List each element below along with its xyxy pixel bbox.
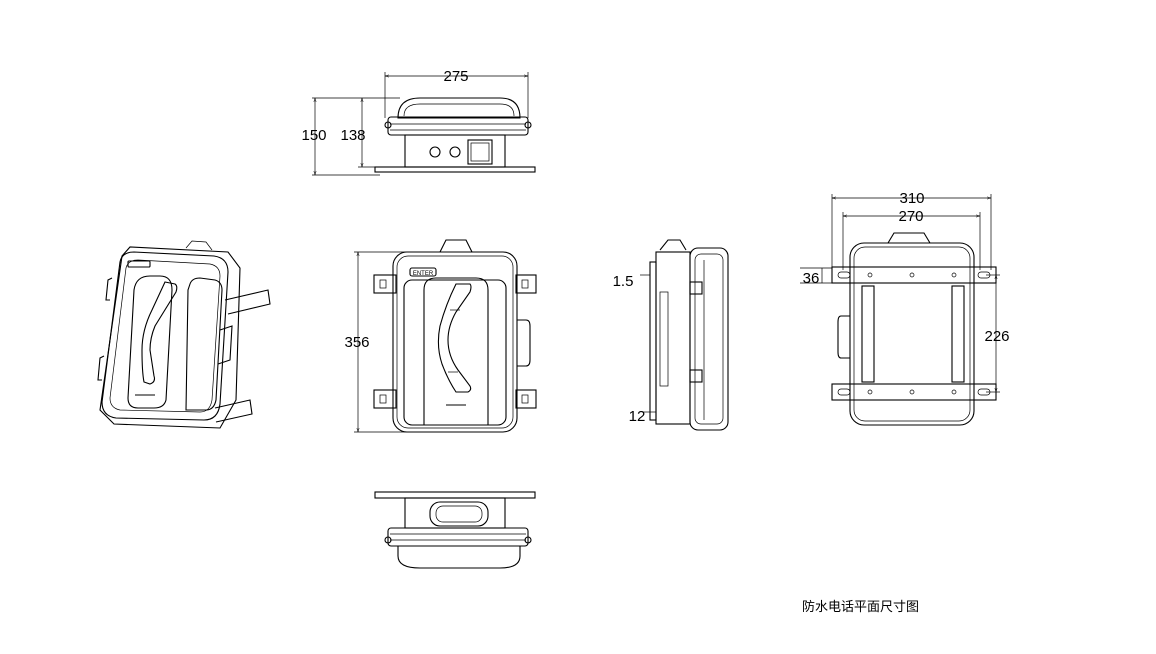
dim-height-36: 36 <box>803 270 820 287</box>
dim-height-356: 356 <box>344 334 369 351</box>
dim-spacing-226: 226 <box>984 328 1009 345</box>
drawing-caption: 防水电话平面尺寸图 <box>802 600 920 615</box>
isometric-view <box>97 240 271 429</box>
back-view: 310 270 36 226 <box>800 190 1010 426</box>
dim-height-138: 138 <box>340 127 365 144</box>
top-view: 275 150 138 <box>301 68 536 176</box>
dim-thickness-1-5: 1.5 <box>613 273 634 290</box>
handset-label: ENTER <box>413 271 434 277</box>
dim-width-270: 270 <box>898 208 923 225</box>
bottom-view <box>374 491 536 569</box>
dim-height-150: 150 <box>301 127 326 144</box>
dim-offset-12: 12 <box>629 408 646 425</box>
side-view: 1.5 12 <box>613 239 729 431</box>
dim-width-310: 310 <box>899 190 924 207</box>
front-view: ENTER 356 <box>344 239 537 433</box>
dim-width-275: 275 <box>443 68 468 85</box>
